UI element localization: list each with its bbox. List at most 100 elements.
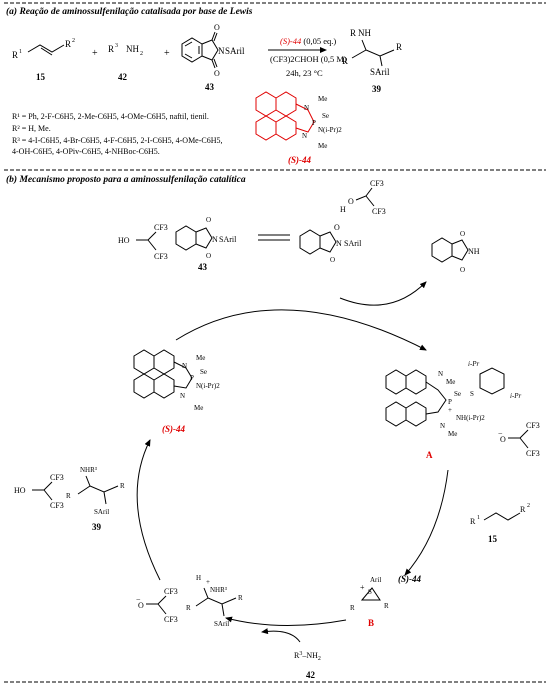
svg-text:O: O [330, 256, 335, 264]
svg-text:S: S [470, 390, 474, 398]
svg-text:1: 1 [477, 515, 480, 521]
intermediate-A: i-Pr i-Pr N Me P Se S + NH(i-Pr)2 N Me A [385, 360, 522, 460]
svg-text:NH: NH [126, 44, 139, 54]
cycle-amine-42: R3–NH2 42 [261, 628, 321, 680]
intermediate-B-label: B [368, 618, 374, 628]
svg-text:O: O [138, 601, 144, 610]
svg-text:Aril: Aril [370, 576, 381, 584]
svg-text:R3–NH2: R3–NH2 [294, 651, 321, 662]
svg-text:Se: Se [322, 112, 329, 120]
catalytic-cycle-arrows [136, 281, 449, 626]
svg-text:N: N [440, 422, 445, 430]
svg-text:P: P [448, 398, 452, 406]
svg-text:N: N [336, 239, 342, 248]
plus-sign: + [92, 48, 98, 59]
cycle-compound-number-39: 39 [92, 522, 102, 532]
svg-text:O: O [460, 230, 465, 238]
amine-42: R 3 NH 2 42 [108, 43, 143, 82]
svg-text:−: − [498, 429, 503, 438]
alkene-15: R 1 R 2 15 [12, 38, 75, 82]
svg-text:N(i-Pr)2: N(i-Pr)2 [318, 126, 342, 134]
svg-text:NHR³: NHR³ [210, 586, 227, 594]
svg-text:Me: Me [194, 404, 203, 412]
svg-text:NHR³: NHR³ [80, 466, 97, 474]
compound-number-15: 15 [36, 72, 46, 82]
plus-sign-2: + [164, 48, 170, 59]
svg-text:P: P [312, 119, 316, 127]
svg-text:HO: HO [118, 236, 130, 245]
catalyst-label: (S)-44 (0,05 eq.) [280, 36, 336, 46]
svg-text:1: 1 [19, 49, 22, 55]
phthalimide-nh: O O NH [431, 230, 480, 274]
episulfonium-B: Aril S + R R B [350, 576, 389, 628]
svg-text:N: N [212, 235, 218, 244]
catalyst-44-label: (S)-44 [288, 155, 311, 165]
cycle-product-39: NHR³ R R SAril 39 [66, 466, 125, 532]
svg-text:N: N [218, 46, 225, 56]
svg-text:R: R [396, 42, 402, 52]
svg-text:Me: Me [318, 95, 327, 103]
compound-number-43: 43 [205, 82, 215, 92]
svg-text:R: R [66, 492, 71, 500]
phthalimide-43: O O N SAril 43 [181, 23, 245, 92]
svg-text:R: R [120, 482, 125, 490]
svg-text:CF3: CF3 [154, 223, 168, 232]
cycle-catalyst-44: N Me P Se N(i-Pr)2 N Me (S)-44 [133, 349, 220, 434]
equilibrium-arrows [258, 234, 290, 241]
svg-text:SAril: SAril [225, 46, 245, 56]
svg-text:Me: Me [448, 430, 457, 438]
svg-text:SAril: SAril [344, 239, 362, 248]
svg-text:N: N [302, 132, 307, 140]
svg-text:i-Pr: i-Pr [468, 360, 480, 368]
svg-text:3: 3 [115, 43, 118, 49]
svg-text:R: R [186, 604, 191, 612]
svg-text:Me: Me [446, 378, 455, 386]
svg-text:2: 2 [140, 51, 143, 57]
svg-text:R: R [65, 39, 71, 49]
svg-text:+: + [448, 406, 452, 414]
svg-text:O: O [460, 266, 465, 274]
svg-text:4-OH-C6H5, 4-OPiv-C6H5, 4-NHBo: 4-OH-C6H5, 4-OPiv-C6H5, 4-NHBoc-C6H5. [12, 147, 160, 156]
product-39: R NH R R SAril 39 [342, 28, 402, 94]
svg-text:O: O [206, 216, 211, 224]
svg-text:Me: Me [196, 354, 205, 362]
svg-text:O: O [500, 435, 506, 444]
intermediate-A-label: A [426, 450, 433, 460]
svg-text:O: O [206, 252, 211, 260]
svg-text:+: + [360, 583, 365, 592]
catalyst-44-structure: N Me P Se N(i-Pr)2 N Me (S)-44 [255, 91, 342, 165]
h-bonded-complex: O H O CF3 CF3 N SAril O [299, 179, 386, 264]
svg-text:SAril: SAril [94, 508, 109, 516]
svg-text:O: O [348, 197, 354, 206]
svg-text:CF3: CF3 [154, 252, 168, 261]
alkoxide-bottom: − O CF3 CF3 [136, 587, 178, 624]
svg-text:N: N [304, 104, 309, 112]
cycle-catalyst-label: (S)-44 [162, 424, 185, 434]
svg-text:R: R [12, 50, 18, 60]
svg-text:CF3: CF3 [164, 587, 178, 596]
mech-compound-number-43: 43 [198, 262, 208, 272]
ammonium-intermediate: H + NHR³ R R SAril [186, 574, 243, 628]
svg-text:R: R [470, 517, 476, 526]
time-temp-label: 24h, 23 °C [286, 68, 323, 78]
svg-text:Se: Se [200, 368, 207, 376]
svg-text:O: O [334, 223, 340, 232]
svg-text:N: N [438, 370, 443, 378]
svg-text:SAril: SAril [214, 620, 229, 628]
svg-text:CF3: CF3 [526, 421, 540, 430]
svg-text:CF3: CF3 [372, 207, 386, 216]
substituent-definitions: R¹ = Ph, 2-F-C6H5, 2-Me-C6H5, 4-OMe-C6H5… [12, 112, 223, 156]
svg-text:H: H [196, 574, 201, 582]
svg-text:CF3: CF3 [370, 179, 384, 188]
svg-text:N: N [180, 392, 185, 400]
solvent-label: (CF3)2CHOH (0,5 M) [270, 54, 347, 64]
svg-text:+: + [206, 578, 210, 586]
svg-text:R: R [520, 505, 526, 514]
svg-text:R: R [350, 604, 355, 612]
svg-text:CF3: CF3 [50, 501, 64, 510]
svg-text:H: H [340, 205, 346, 214]
svg-text:R³ = 4-I-C6H5, 4-Br-C6H5, 4-F-: R³ = 4-I-C6H5, 4-Br-C6H5, 4-F-C6H5, 2-I-… [12, 136, 223, 145]
cycle-compound-number-42: 42 [306, 670, 316, 680]
svg-text:2: 2 [72, 38, 75, 44]
